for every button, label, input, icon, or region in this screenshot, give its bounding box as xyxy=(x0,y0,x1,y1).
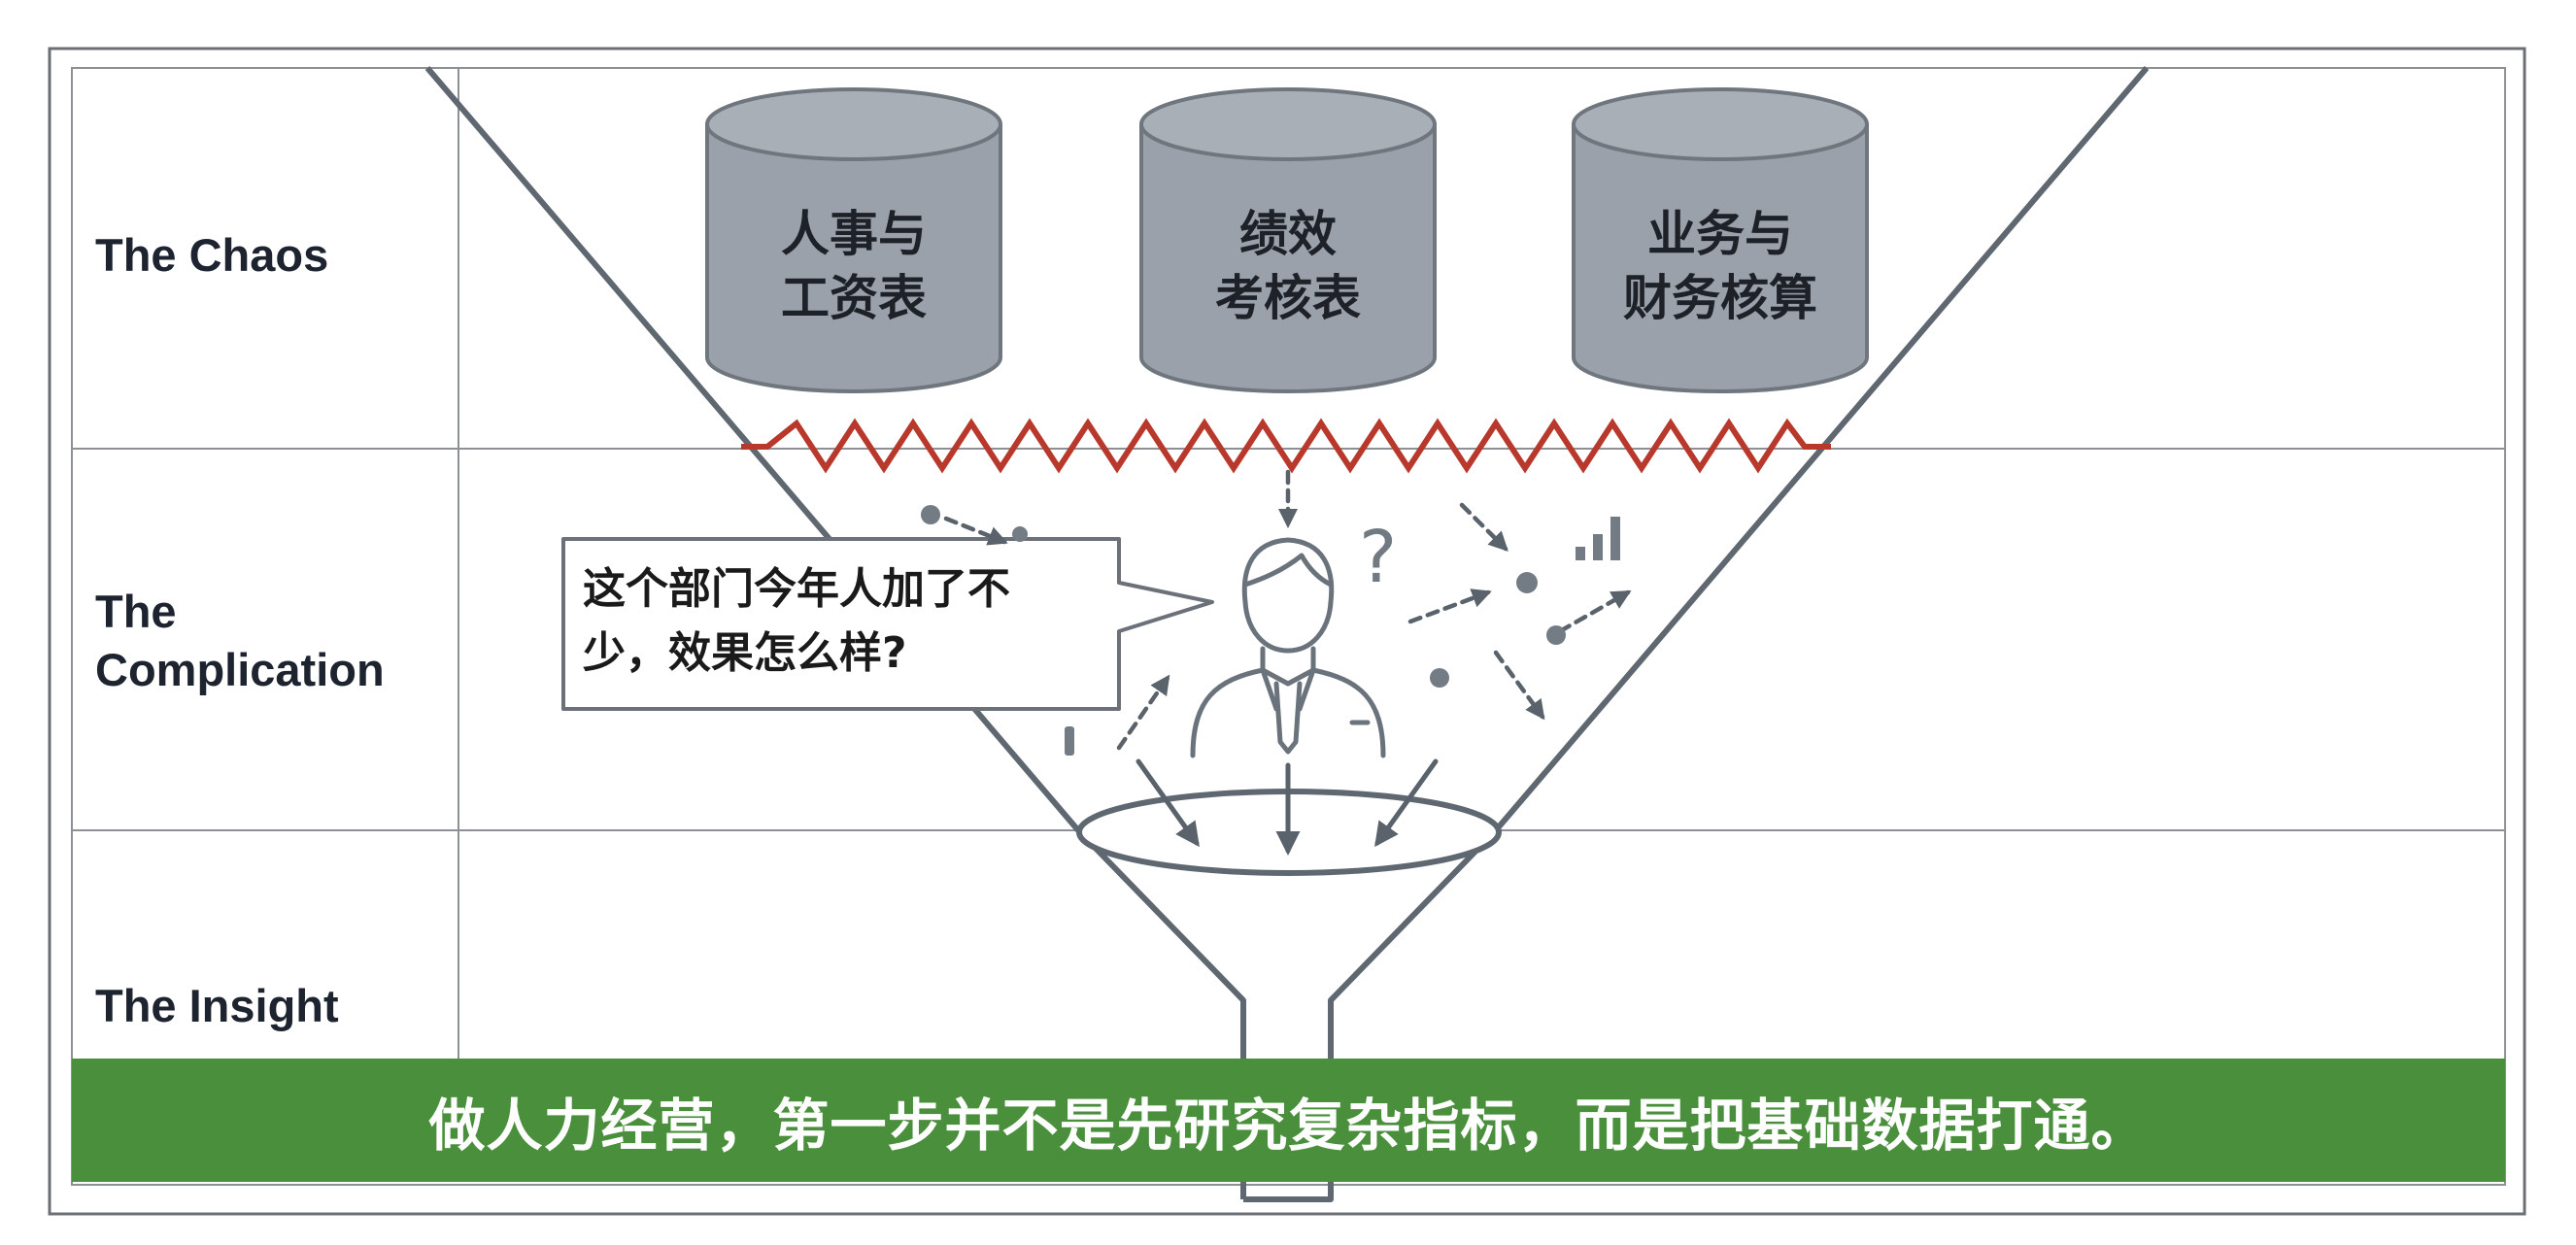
dashed-arrow-icon xyxy=(943,469,1632,751)
speech-bubble-text: 这个部门今年人加了不 少，效果怎么样? xyxy=(583,557,1127,686)
table-border xyxy=(71,67,2506,1186)
database-label-hr-payroll: 人事与 工资表 xyxy=(781,206,927,326)
person-icon xyxy=(1190,537,1386,758)
row-label-chaos: The Chaos xyxy=(95,229,329,281)
outer-frame xyxy=(48,47,2526,1216)
speech-bubble xyxy=(561,537,1214,711)
database-label-performance: 绩效 考核表 xyxy=(1215,206,1361,326)
data-dots xyxy=(921,505,1566,756)
database-icon xyxy=(705,87,1002,393)
row-label-complication: The Complication xyxy=(95,586,385,695)
database-label-business-finance: 业务与 财务核算 xyxy=(1623,206,1817,326)
flow-arrows xyxy=(1135,758,1439,856)
question-mark-icon: ? xyxy=(1359,516,1398,599)
speech-bubble-line: 这个部门今年人加了不 xyxy=(583,564,1010,614)
database-icon xyxy=(1572,87,1869,393)
conclusion-banner-text: 做人力经营，第一步并不是先研究复杂指标，而是把基础数据打通。 xyxy=(428,1092,2149,1159)
database-icon xyxy=(1139,87,1437,393)
row-label-insight: The Insight xyxy=(95,980,339,1031)
speech-bubble-line: 少，效果怎么样? xyxy=(583,628,907,678)
conclusion-banner: 做人力经营，第一步并不是先研究复杂指标，而是把基础数据打通。 xyxy=(72,1059,2505,1182)
bar-chart-icon xyxy=(1576,517,1620,560)
zigzag-barrier xyxy=(741,418,1831,474)
